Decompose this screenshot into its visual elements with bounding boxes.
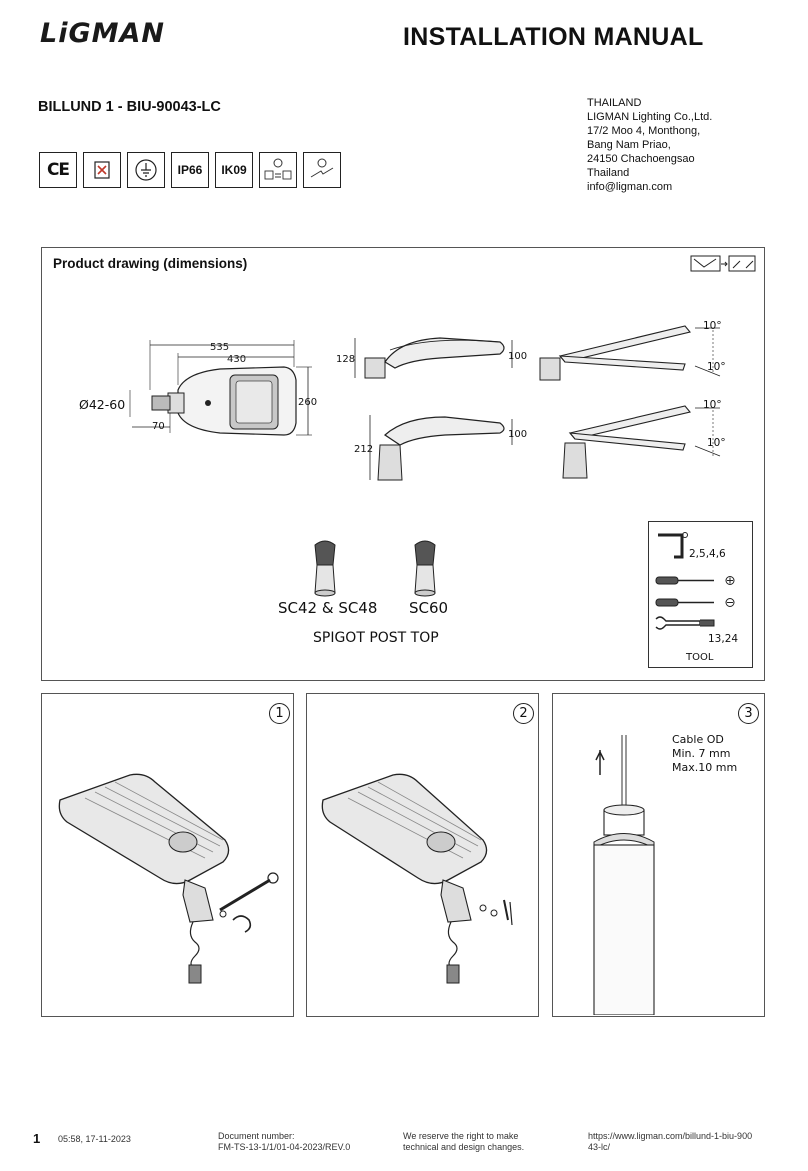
dim-100-a: 100 [508,351,528,362]
dim-430: 430 [227,354,246,365]
model-title: BILLUND 1 - BIU-90043-LC [38,99,221,115]
dim-100-b: 100 [508,429,528,440]
side-view-drawing [354,337,513,379]
spigot-sc42-sc48-label: SC42 & SC48 [278,599,378,617]
step-3-illustration [593,735,655,1015]
top-view-drawing: 535 430 [129,340,312,436]
spigot-sc42-sc48-icon [314,540,336,597]
step-1-illustration [58,773,279,984]
driver-class-icon [259,152,297,188]
address-line: THAILAND [587,97,642,109]
product-drawing-title: Product drawing (dimensions) [53,256,248,271]
cable-od-label: Cable OD Min. 7 mm Max.10 mm [672,733,737,775]
spigot-caption: SPIGOT POST TOP [313,630,439,646]
spigot-sc60-label: SC60 [409,599,449,617]
cable-od-max: Max.10 mm [672,761,738,774]
dim-260: 260 [298,397,318,408]
step-2-number-text: 2 [519,706,528,721]
dim-212: 212 [354,444,374,455]
tilt-view-drawing-1 [539,325,721,381]
address-line: 24150 Chachoengsao [587,153,695,165]
ce-label: CE [46,160,70,180]
product-drawing-section [41,247,765,681]
ip66-rating-icon: IP66 [171,152,209,188]
ik09-rating-icon: IK09 [215,152,253,188]
footer-disclaimer: We reserve the right to make technical a… [403,1131,524,1153]
dim-70: 70 [152,421,165,432]
certification-icons: CE IP66 IK09 [39,152,341,188]
step-1-number: 1 [269,703,290,724]
cable-od-min: Min. 7 mm [672,747,731,760]
tool-icons [655,532,735,630]
doc-number-label: Document number: [218,1131,295,1141]
ce-mark-icon: CE [39,152,77,188]
dim-diameter: Ø42-60 [79,397,126,412]
step-2-illustration [321,773,513,984]
spigot-sc60-icon [414,540,436,597]
tilt-top-2: 10° [703,399,722,411]
hex-key-sizes: 2,5,4,6 [689,548,726,560]
disclaimer-line: technical and design changes. [403,1142,525,1152]
surge-protection-icon [303,152,341,188]
earth-ground-icon [127,152,165,188]
address-email: info@ligman.com [587,181,673,193]
dim-128: 128 [336,354,356,365]
tilt-bottom-1: 10° [707,361,726,373]
mounting-orientation-icon [690,255,756,272]
tilt-view-drawing-2 [562,405,721,479]
ik-label: IK09 [221,163,247,177]
step-2-number: 2 [513,703,534,724]
address-line: LIGMAN Lighting Co.,Ltd. [587,111,713,123]
address-line: Thailand [587,167,630,179]
doc-number-value: FM-TS-13-1/1/01-04-2023/REV.0 [218,1142,351,1152]
ligman-logo: LiGMAN [40,18,165,49]
step-3-number: 3 [738,703,759,724]
tool-box [648,521,753,668]
step-3-panel [552,693,765,1017]
cable-od-title: Cable OD [672,733,724,746]
step-3-number-text: 3 [744,706,753,721]
tilt-top-1: 10° [703,320,722,332]
document-title: INSTALLATION MANUAL [403,23,704,51]
url-line[interactable]: https://www.ligman.com/billund-1-biu-900 [588,1131,753,1141]
company-address: THAILAND LIGMAN Lighting Co.,Ltd. 17/2 M… [587,96,712,194]
tilt-bottom-2: 10° [707,437,726,449]
wrench-sizes: 13,24 [708,633,739,645]
footer-document-number: Document number: FM-TS-13-1/1/01-04-2023… [218,1131,350,1153]
address-line: 17/2 Moo 4, Monthong, [587,125,701,137]
step-1-number-text: 1 [275,706,284,721]
tool-caption: TOOL [686,652,714,663]
page-number: 1 [33,1131,41,1146]
dim-535: 535 [210,342,229,353]
url-line[interactable]: 43-lc/ [588,1142,611,1152]
footer-timestamp: 05:58, 17-11-2023 [58,1134,131,1144]
disclaimer-line: We reserve the right to make [403,1131,519,1141]
address-line: Bang Nam Priao, [587,139,671,151]
footer-url[interactable]: https://www.ligman.com/billund-1-biu-900… [588,1131,752,1153]
no-disposal-icon [83,152,121,188]
ip-label: IP66 [177,163,203,177]
post-top-side-view-drawing [369,415,513,481]
